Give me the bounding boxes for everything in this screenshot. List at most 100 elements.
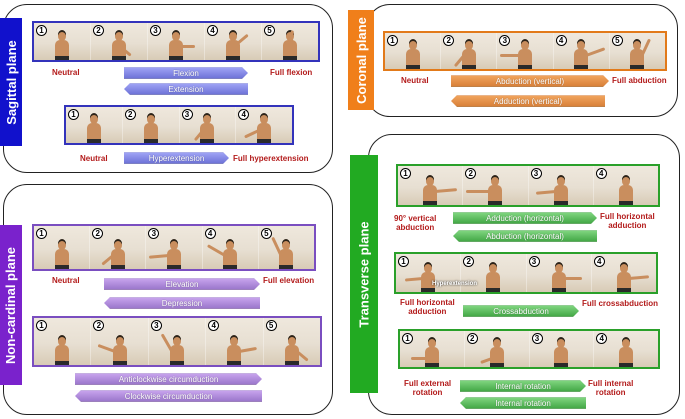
- arrow-label: Elevation: [165, 280, 199, 289]
- arrow-internal-rotation-return: Internal rotation: [460, 397, 586, 409]
- frame-3: 3: [497, 33, 554, 69]
- frame-4: 4: [554, 33, 610, 69]
- subject-figure: [535, 177, 568, 205]
- step-number: 4: [593, 256, 605, 267]
- step-number: 3: [150, 320, 162, 331]
- arrow-anticlockwise-circumduction: Anticlockwise circumduction: [75, 373, 262, 385]
- arrow-adduction-horizontal: Adduction (horizontal): [453, 212, 597, 224]
- noncardinal-strip-2: 1 2 3 4 5: [32, 316, 322, 367]
- label-full-hyperextension: Full hyperextension: [233, 154, 309, 163]
- subject-figure: [112, 32, 132, 60]
- arm: [289, 30, 294, 47]
- frame-4: 4: [203, 226, 259, 269]
- step-number: 4: [208, 320, 220, 331]
- step-number: 2: [124, 109, 136, 120]
- frame-4: 4: [236, 107, 292, 143]
- subject-figure: [97, 337, 127, 365]
- arrow-abduction-vertical: Abduction (vertical): [451, 75, 609, 87]
- step-number: 4: [555, 35, 567, 46]
- arm: [148, 254, 170, 259]
- subject-figure: [284, 337, 309, 365]
- subject-figure: [405, 264, 436, 292]
- arm: [628, 275, 649, 280]
- arm: [97, 343, 116, 353]
- frame-3: 3: [148, 23, 205, 60]
- arm: [119, 45, 132, 57]
- arm: [405, 277, 424, 282]
- subject-figure: [410, 339, 439, 367]
- step-number: 3: [530, 168, 542, 179]
- arm: [207, 244, 226, 257]
- step-number: 3: [531, 333, 543, 344]
- step-number: 2: [93, 25, 104, 36]
- step-number: 5: [260, 228, 272, 239]
- frame-2: 2: [91, 23, 148, 60]
- subject-figure: [554, 339, 569, 367]
- arm: [233, 33, 249, 48]
- sagittal-plane-title: Sagittal plane: [3, 39, 19, 125]
- step-number: 2: [443, 35, 455, 46]
- arrow-internal-rotation: Internal rotation: [460, 380, 586, 392]
- label-line: abduction: [396, 223, 435, 232]
- noncardinal-strip-1: 1 2 3 4 5: [32, 224, 316, 271]
- frame-4: 4: [594, 331, 658, 367]
- subject-figure: [618, 177, 633, 205]
- label-full-crossabduction: Full crossabduction: [582, 299, 659, 308]
- frame-1: 1: [398, 166, 464, 205]
- transverse-strip-3: 1 2 3 4: [398, 329, 660, 369]
- subject-figure: [486, 264, 501, 292]
- label-full-abduction: Full abduction: [612, 76, 667, 85]
- frame-2: 2: [91, 318, 149, 365]
- label-line: Full horizontal: [600, 212, 655, 221]
- arrow-label: Adduction (vertical): [493, 97, 563, 106]
- step-number: 1: [400, 168, 411, 179]
- step-number: 1: [68, 109, 79, 120]
- subject-figure: [226, 32, 249, 60]
- subject-figure: [227, 337, 258, 365]
- arrow-label: Clockwise circumduction: [124, 392, 213, 401]
- subject-figure: [55, 337, 70, 365]
- arrow-adduction-vertical: Adduction (vertical): [451, 95, 605, 107]
- frame-1: 1: [66, 107, 123, 143]
- arm: [177, 45, 195, 48]
- coronal-strip: 1 2 3 4 5: [383, 31, 667, 71]
- subject-figure: [207, 241, 238, 269]
- frame-3: 3: [146, 226, 203, 269]
- step-number: 1: [398, 256, 409, 267]
- step-number: 3: [181, 109, 193, 120]
- step-number: 2: [465, 168, 477, 179]
- arm: [453, 54, 465, 68]
- subject-figure: [143, 115, 158, 143]
- subject-figure: [244, 115, 272, 143]
- frame-2: 2: [465, 331, 530, 367]
- frame-1: 1: [34, 226, 91, 269]
- arrow-label: Adduction (horizontal): [486, 214, 564, 223]
- label-neutral: Neutral: [52, 68, 80, 77]
- noncardinal-plane-tag: Non-cardinal plane: [0, 225, 22, 385]
- arrow-label: Hyperextension: [148, 154, 205, 163]
- frame-4: 4: [205, 23, 262, 60]
- step-number: 1: [36, 228, 47, 239]
- subject-figure: [500, 41, 532, 69]
- sagittal-plane-tag: Sagittal plane: [0, 18, 22, 146]
- subject-figure: [194, 115, 215, 143]
- step-number: 1: [402, 333, 413, 344]
- frame-1: 1: [34, 23, 91, 60]
- step-number: 2: [466, 333, 478, 344]
- arrow-label: Anticlockwise circumduction: [118, 375, 219, 384]
- frame-2: 2: [123, 107, 180, 143]
- arm: [271, 236, 283, 257]
- arm: [479, 357, 493, 365]
- arrow-abduction-horizontal: Abduction (horizontal): [453, 230, 597, 242]
- noncardinal-plane-title: Non-cardinal plane: [3, 246, 19, 364]
- step-number: 5: [265, 320, 277, 331]
- step-number: 1: [36, 320, 47, 331]
- arm: [410, 357, 427, 360]
- subject-figure: [55, 32, 69, 60]
- frame-5: 5: [262, 23, 318, 60]
- step-number: 5: [611, 35, 623, 46]
- step-number: 3: [528, 256, 540, 267]
